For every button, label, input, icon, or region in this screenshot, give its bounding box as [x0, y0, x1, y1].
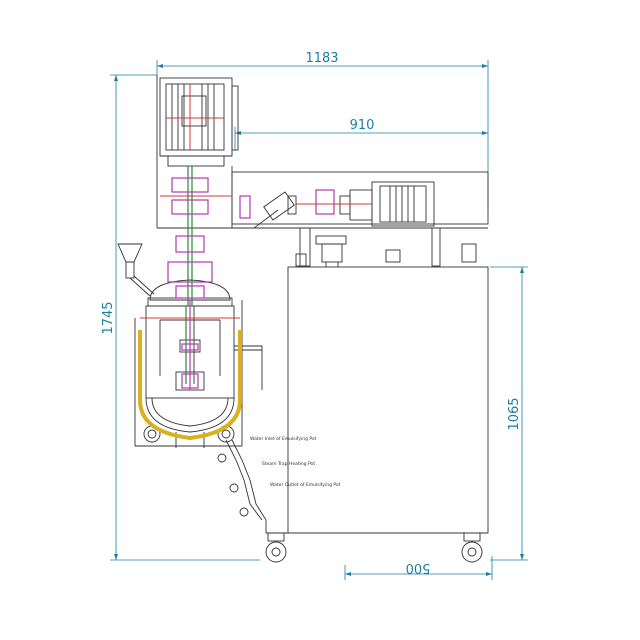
main-cabinet	[287, 266, 489, 534]
heating-jacket	[138, 330, 242, 441]
hopper-funnel	[117, 243, 143, 263]
side-motor	[371, 181, 435, 227]
dim-overall-height: 1745	[101, 301, 116, 334]
vessel-lid	[149, 279, 231, 301]
dimension-arrows	[114, 64, 524, 576]
right-wheel	[461, 541, 483, 563]
seal-couplings	[167, 177, 335, 390]
label-outlet-mid: Steam Trap Heating Pot	[262, 461, 315, 467]
machine-outline	[117, 75, 489, 563]
left-wheel	[265, 541, 287, 563]
top-motor-housing	[159, 77, 233, 157]
red-pipe-marks	[140, 84, 372, 319]
dimension-lines	[110, 60, 528, 580]
inclined-valve	[253, 191, 297, 229]
dim-base-width: 500	[406, 560, 431, 575]
dim-upper-width: 910	[350, 118, 375, 133]
upper-beam	[231, 171, 489, 225]
agitator-shaft	[185, 166, 193, 384]
label-outlet-top: Water Inlet of Emulsifying Pot	[250, 436, 317, 442]
label-outlet-bottom: Water Outlet of Emulsifying Pot	[270, 482, 341, 488]
dim-body-height: 1065	[507, 397, 522, 430]
dim-overall-width: 1183	[305, 51, 338, 66]
